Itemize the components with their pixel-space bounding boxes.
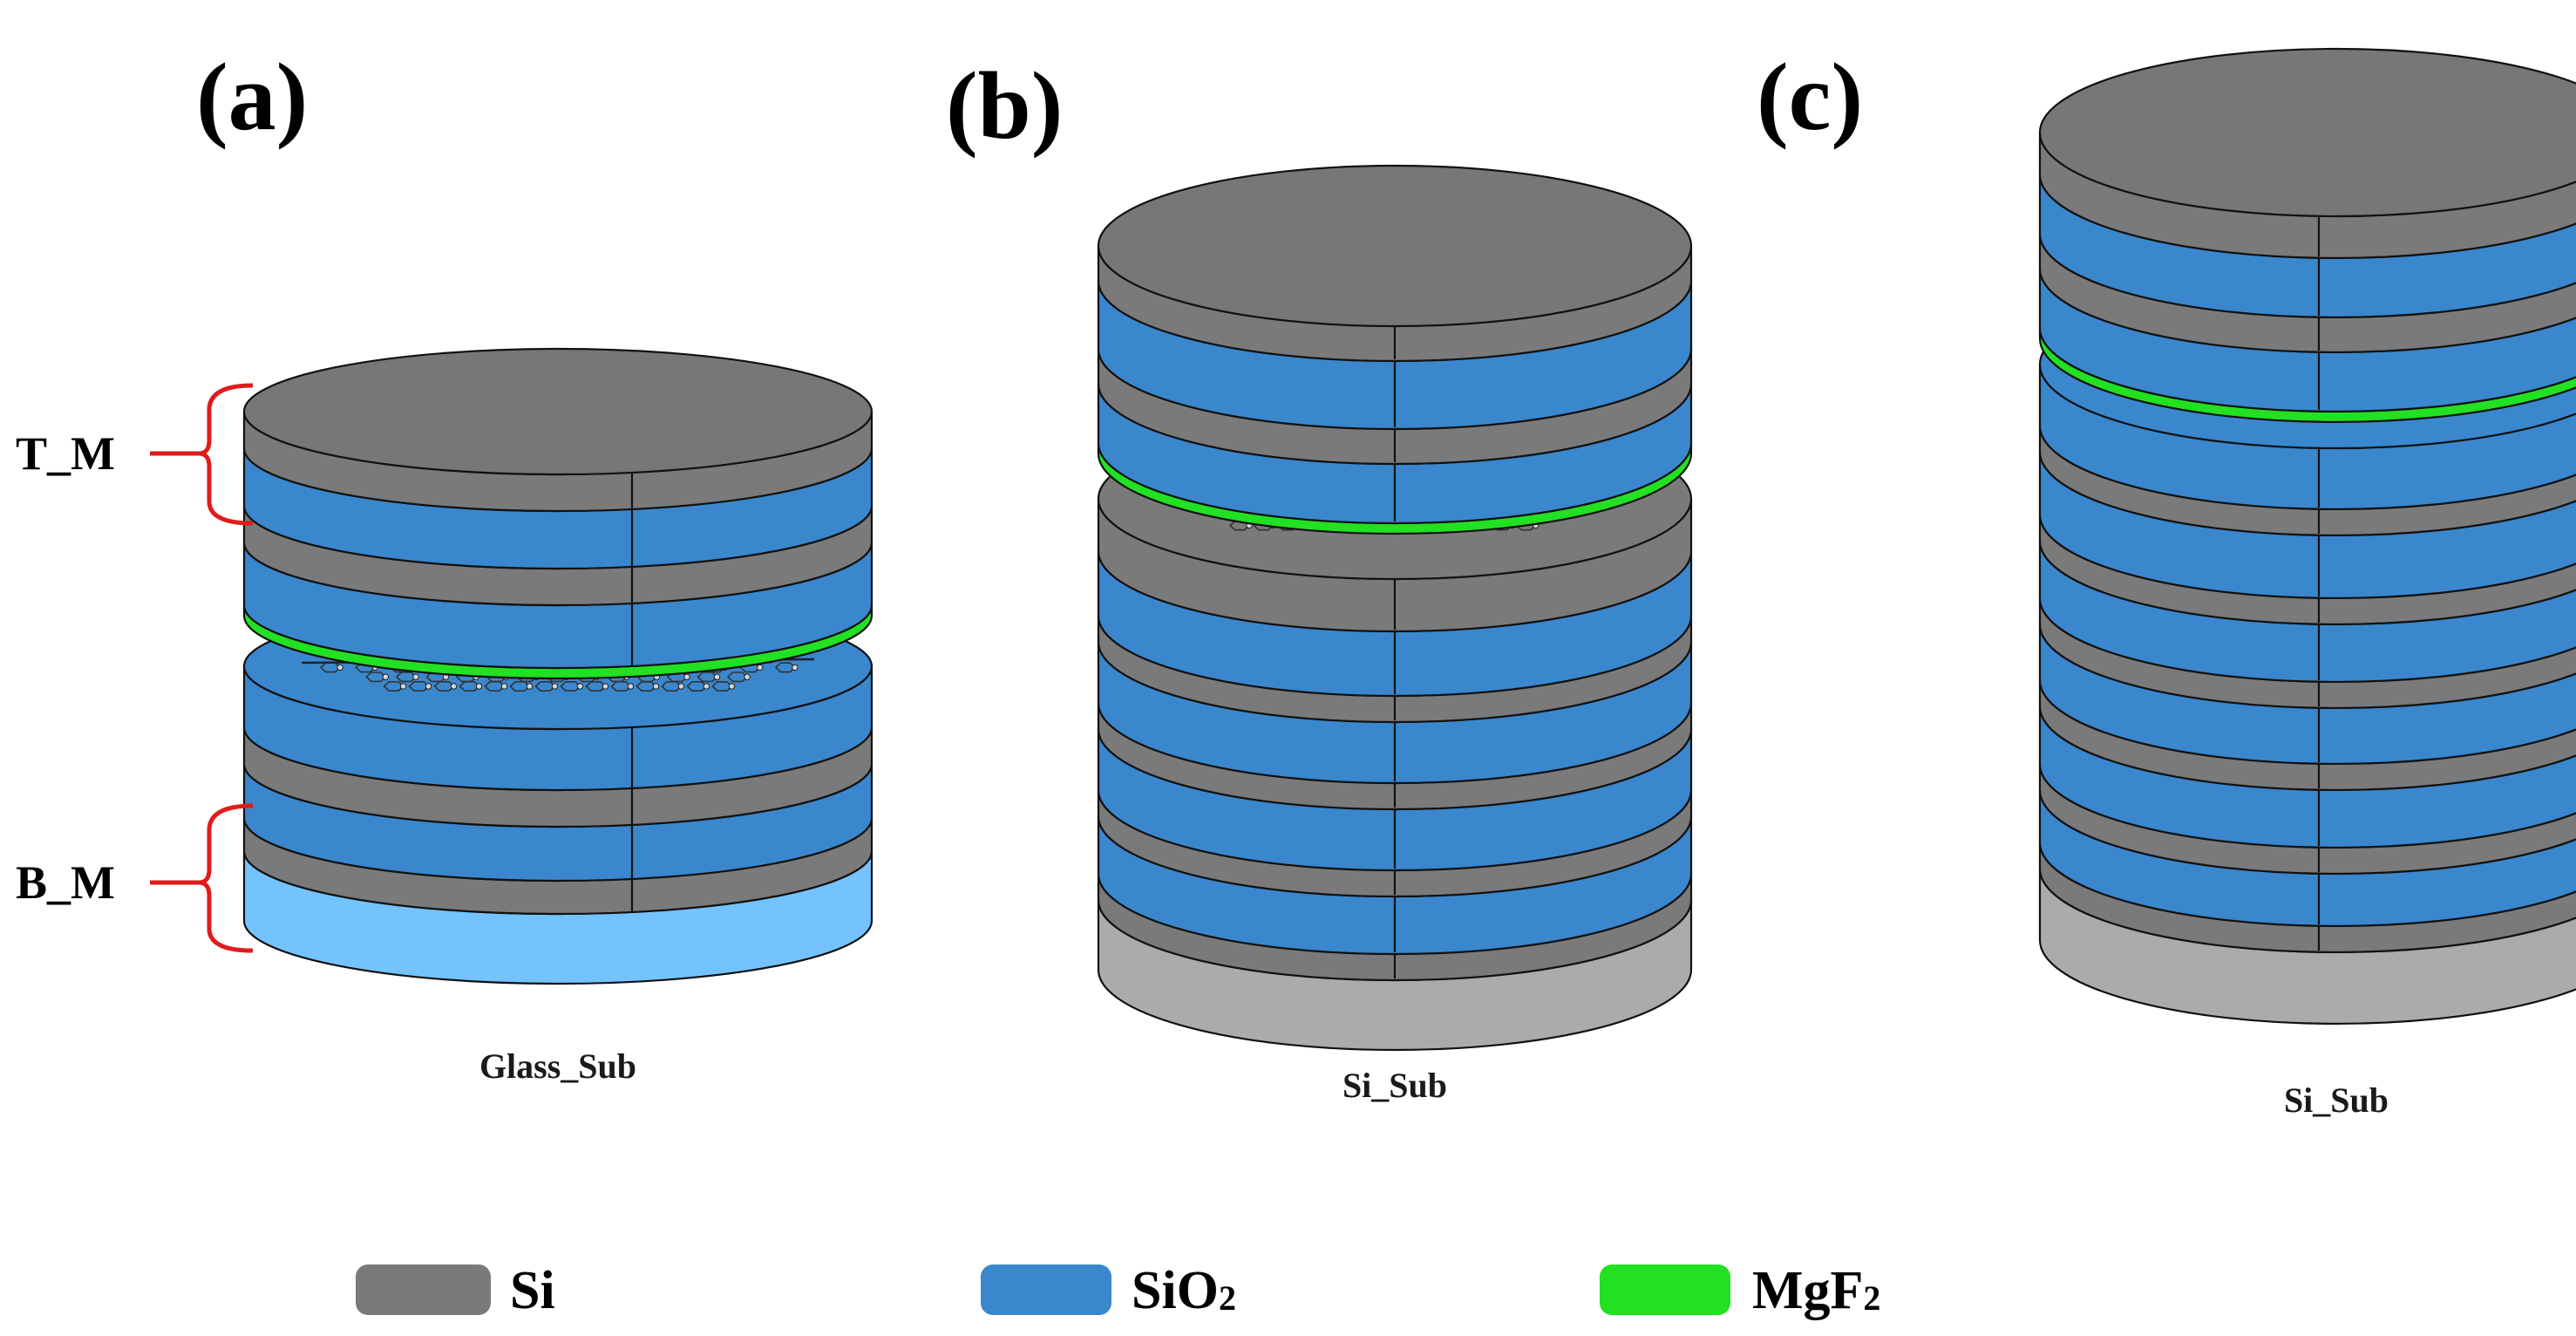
panel-a: (a) Glass_Sub T_M B_M (16, 44, 873, 1086)
lattice-hexagon (395, 671, 418, 683)
lattice-hexagon (636, 680, 657, 692)
substrate-label-a: Glass_Sub (479, 1046, 636, 1086)
lattice-atom (627, 683, 635, 690)
lattice-atom (652, 683, 660, 690)
lattice-atom (382, 673, 390, 680)
lattice-atom (425, 683, 432, 690)
lattice-atom (399, 683, 407, 690)
lattice-hexagon (697, 671, 718, 683)
legend-item-si: Si (356, 1261, 555, 1320)
panel-label-a: (a) (196, 44, 308, 150)
substrate-label-b: Si_Sub (1342, 1066, 1447, 1105)
mirror-stack-b (1097, 164, 1693, 1052)
panel-b: (b) Si_Sub (946, 52, 1693, 1105)
lattice-atom (792, 664, 799, 671)
mirror-stack-c (2038, 47, 2576, 1026)
top-mirror-top-face (2039, 47, 2576, 218)
lattice-hexagon (509, 680, 531, 692)
legend: Si SiO2 MgF2 (356, 1261, 1880, 1320)
lattice-hexagon (711, 680, 733, 692)
lattice-hexagon (774, 662, 797, 673)
legend-label-si: Si (510, 1261, 555, 1320)
legend-label-sio2: SiO2 (1132, 1261, 1236, 1320)
lattice-hexagon (484, 680, 506, 692)
lattice-atom (412, 673, 419, 680)
lattice-hexagon (534, 680, 556, 692)
legend-item-mgf2: MgF2 (1600, 1261, 1880, 1320)
panel-label-c: (c) (1757, 44, 1863, 150)
lattice-atom (576, 683, 584, 690)
lattice-atom (728, 683, 736, 690)
legend-swatch-mgf2 (1600, 1264, 1730, 1315)
legend-swatch-si (356, 1264, 491, 1315)
lattice-atom (450, 683, 458, 690)
mirror-stack-a (242, 347, 873, 985)
lattice-hexagon (661, 680, 683, 692)
legend-item-sio2: SiO2 (981, 1261, 1236, 1320)
lattice-atom (677, 683, 685, 690)
top-mirror-top-face (1097, 164, 1693, 328)
lattice-hexagon (459, 680, 480, 692)
panel-c: (c) Si_Sub (1757, 44, 2576, 1120)
lattice-hexagon (408, 680, 430, 692)
bottom-mirror-label: B_M (16, 856, 115, 909)
lattice-hexagon (726, 671, 749, 683)
lattice-atom (336, 664, 343, 671)
panel-label-b: (b) (946, 52, 1063, 159)
lattice-hexagon (610, 680, 632, 692)
lattice-hexagon (365, 671, 387, 683)
substrate-label-c: Si_Sub (2284, 1080, 2389, 1120)
lattice-atom (475, 683, 483, 690)
lattice-atom (744, 673, 751, 680)
lattice-atom (526, 683, 534, 690)
lattice-atom (500, 683, 508, 690)
top-mirror-top-face (242, 347, 873, 476)
top-mirror-bracket (150, 383, 254, 526)
legend-label-mgf2: MgF2 (1752, 1261, 1880, 1320)
lattice-atom (757, 664, 764, 671)
lattice-atom (713, 673, 721, 680)
bottom-mirror-bracket (150, 803, 254, 953)
lattice-hexagon (433, 680, 455, 692)
lattice-hexagon (686, 680, 708, 692)
top-mirror-label: T_M (16, 427, 115, 480)
lattice-hexagon (383, 680, 404, 692)
lattice-hexagon (560, 680, 581, 692)
lattice-atom (551, 683, 559, 690)
lattice-atom (703, 683, 710, 690)
legend-swatch-sio2 (981, 1264, 1111, 1315)
lattice-atom (602, 683, 609, 690)
lattice-hexagon (585, 680, 607, 692)
lattice-atom (683, 673, 690, 680)
